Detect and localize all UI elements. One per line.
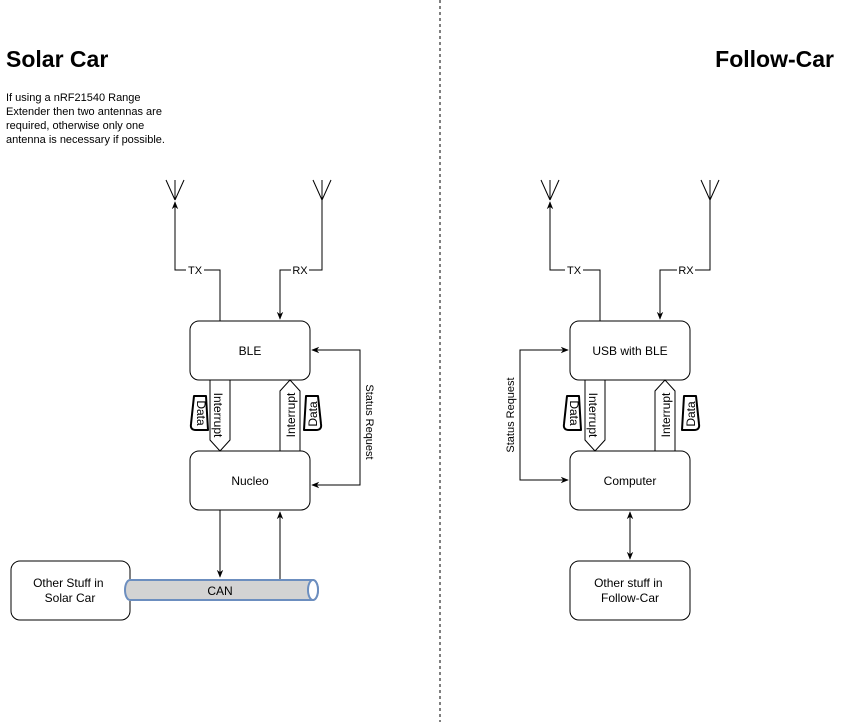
nucleo-label: Nucleo — [231, 474, 269, 488]
interrupt-down-arrow — [209, 379, 231, 452]
data-tag-left — [189, 395, 209, 431]
interrupt-up-arrow-follow — [654, 379, 676, 452]
ble-label: BLE — [239, 344, 262, 358]
rx-label-follow: RX — [678, 265, 694, 277]
data-tag-right-label: Data — [306, 401, 320, 427]
tx-antenna-icon-follow — [540, 179, 560, 201]
usb-ble-label: USB with BLE — [592, 344, 667, 358]
follow-car-title: Follow-Car — [715, 46, 834, 72]
interrupt-down-arrow-follow — [584, 379, 606, 452]
other-stuff-follow-car-box — [569, 560, 691, 621]
range-extender-note: If using a nRF21540 Range Extender then … — [6, 92, 165, 146]
interrupt-up-arrow — [279, 379, 301, 452]
interrupt-up-label: Interrupt — [284, 392, 298, 437]
interrupt-up-label-follow: Interrupt — [659, 392, 673, 437]
tx-connector-follow — [546, 201, 601, 321]
tx-antenna-icon — [165, 179, 185, 201]
other-stuff-follow-car-label: Other stuff in Follow-Car — [594, 576, 666, 605]
interrupt-down-label: Interrupt — [211, 393, 225, 438]
interrupt-down-label-follow: Interrupt — [586, 393, 600, 438]
status-request-connector — [311, 346, 361, 489]
rx-antenna-icon — [312, 179, 332, 201]
computer-box — [569, 450, 691, 511]
data-tag-left-label: Data — [194, 400, 208, 426]
rx-antenna-icon-follow — [700, 179, 720, 201]
computer-label: Computer — [604, 474, 657, 488]
data-tag-right-label-follow: Data — [684, 401, 698, 427]
data-tag-right-follow — [681, 395, 701, 431]
status-request-label-follow: Status Request — [505, 377, 517, 452]
rx-label: RX — [292, 265, 308, 277]
ble-box — [189, 320, 311, 381]
usb-ble-box — [569, 320, 691, 381]
data-tag-left-label-follow: Data — [567, 400, 581, 426]
status-request-label: Status Request — [363, 384, 375, 459]
rx-connector-follow — [656, 200, 711, 320]
tx-connector — [171, 201, 221, 321]
solar-car-title: Solar Car — [6, 46, 108, 72]
nucleo-box — [189, 450, 311, 511]
can-label: CAN — [207, 584, 232, 598]
tx-label: TX — [188, 265, 203, 277]
tx-label-follow: TX — [567, 265, 582, 277]
other-stuff-solar-car-label: Other Stuff in Solar Car — [33, 576, 107, 605]
status-request-connector-follow — [519, 346, 569, 484]
can-bus — [124, 579, 319, 601]
rx-connector — [276, 200, 323, 320]
